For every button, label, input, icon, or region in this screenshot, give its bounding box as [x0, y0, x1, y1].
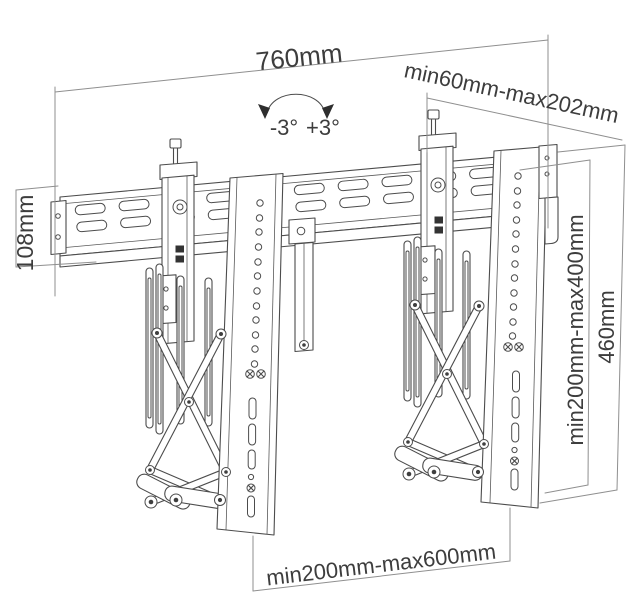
label-rail-height-108mm: 108mm — [12, 195, 38, 272]
left-tv-bracket — [216, 172, 284, 536]
right-pivot-bolts — [402, 299, 489, 481]
left-pivot-bolts — [144, 327, 231, 509]
dimension-vertical-range: min200mm-max400mm — [519, 159, 591, 494]
dimension-108mm: 108mm — [12, 185, 97, 272]
right-bracket-holes — [503, 172, 524, 491]
left-bracket-holes — [245, 199, 266, 518]
label-height-460mm: 460mm — [594, 290, 619, 363]
center-spacer-plate — [288, 217, 316, 353]
label-tilt-plus: +3° — [306, 115, 340, 140]
rail-left-end-cap — [50, 199, 67, 256]
tilt-arrow-right-icon — [322, 104, 334, 119]
tilt-arc — [266, 93, 326, 114]
left-guide-bars — [145, 263, 213, 435]
left-adjust-bolt-head — [169, 138, 182, 149]
label-vertical-range: min200mm-max400mm — [563, 214, 588, 445]
dimension-horizontal-range: min200mm-max600mm — [252, 507, 511, 592]
label-width-760mm: 760mm — [254, 38, 343, 77]
label-tilt-minus: -3° — [270, 115, 298, 140]
right-tilt-hook — [416, 109, 457, 315]
tilt-indicator: -3° +3° — [258, 93, 340, 140]
right-adjust-bolt-head — [427, 109, 440, 120]
label-horizontal-range: min200mm-max600mm — [265, 539, 497, 591]
dimension-460mm: 460mm — [539, 144, 626, 504]
right-tv-bracket — [480, 145, 548, 509]
tilt-arrow-left-icon — [258, 104, 270, 119]
